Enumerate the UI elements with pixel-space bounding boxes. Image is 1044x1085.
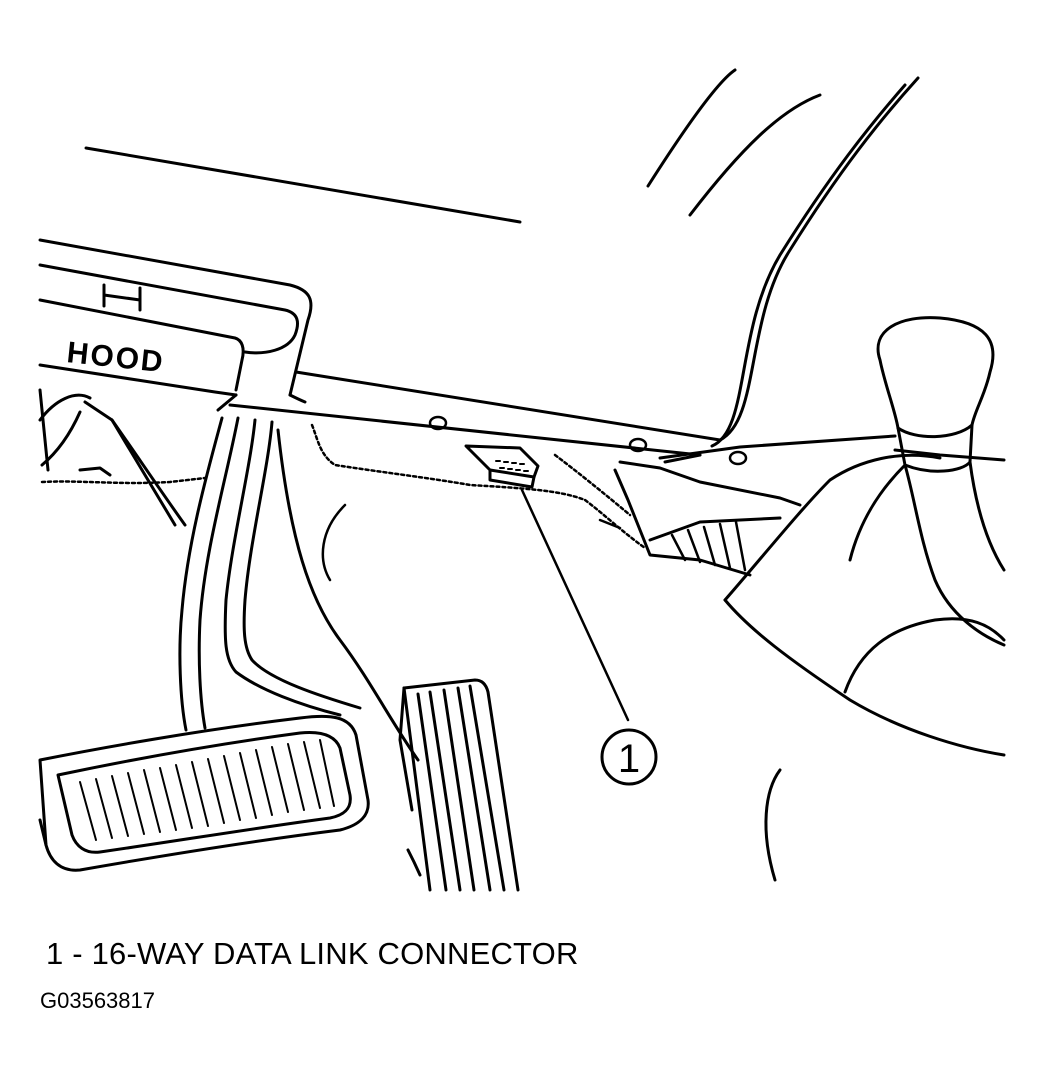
center-console xyxy=(613,448,1006,882)
figure-id: G03563817 xyxy=(40,988,155,1013)
brake-pedal-arm xyxy=(178,416,420,762)
floor-lines xyxy=(321,503,622,582)
dashboard-outline xyxy=(38,68,920,464)
data-link-connector xyxy=(464,444,540,489)
shift-lever xyxy=(843,316,1006,694)
callout-number: 1 xyxy=(618,737,640,781)
caption: 1 - 16-WAY DATA LINK CONNECTOR xyxy=(46,936,579,971)
callout-circle xyxy=(600,728,658,786)
callout-leader-line xyxy=(520,488,630,722)
kick-panel xyxy=(38,388,187,527)
hood-release-panel xyxy=(38,263,299,412)
dash-screws xyxy=(428,415,748,466)
accelerator-pedal xyxy=(398,678,520,892)
brake-pedal-pad xyxy=(38,714,370,872)
carpet-edge xyxy=(40,423,647,550)
